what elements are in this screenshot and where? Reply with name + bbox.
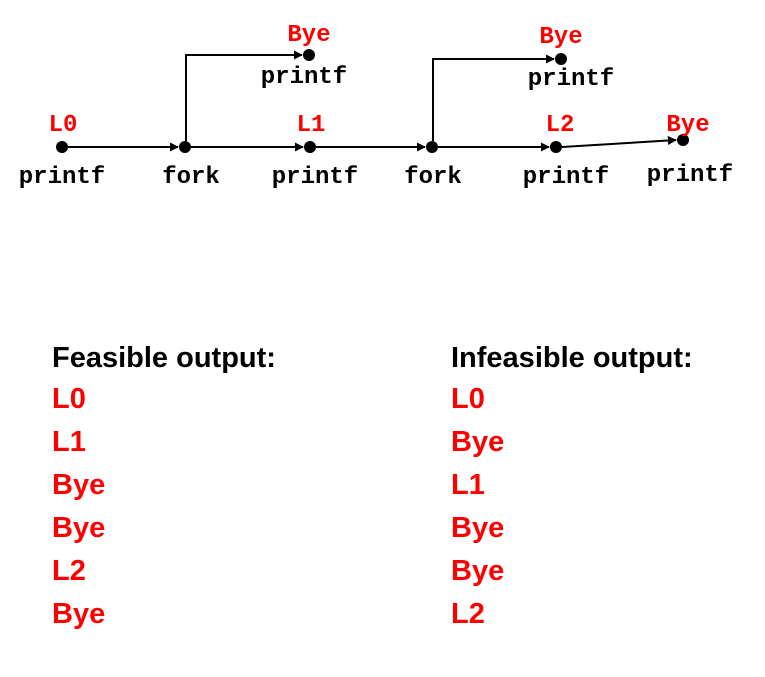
infeasible-output-line: Bye — [451, 426, 505, 458]
graph-event-label-n5: Bye — [666, 112, 709, 139]
graph-event-label-n0: L0 — [49, 112, 78, 139]
graph-node-n5 — [677, 134, 689, 146]
graph-node-b2 — [555, 53, 567, 65]
infeasible-output-line: L2 — [451, 598, 485, 630]
feasible-output-line: L1 — [52, 426, 86, 458]
graph-node-n0 — [56, 141, 68, 153]
graph-edge-n1-b1 — [185, 50, 303, 141]
graph-node-n2 — [304, 141, 316, 153]
graph-node-label-n4: printf — [523, 164, 609, 191]
graph-node-label-n5: printf — [647, 162, 733, 189]
graph-node-b1 — [303, 49, 315, 61]
feasible-output-line: Bye — [52, 469, 106, 501]
graph-edges — [68, 50, 677, 152]
graph-edge-n3-b2 — [432, 54, 555, 141]
graph-event-label-b2: Bye — [539, 24, 582, 51]
graph-node-n1 — [179, 141, 191, 153]
infeasible-output-list: L0 Bye L1 Bye Bye L2 — [451, 378, 693, 636]
graph-node-label-n2: printf — [272, 164, 358, 191]
graph-node-label-n3: fork — [404, 164, 462, 191]
graph-node-n3 — [426, 141, 438, 153]
infeasible-output-line: Bye — [451, 512, 505, 544]
feasible-output-line: L0 — [52, 383, 86, 415]
feasible-output-column: Feasible output: L0 L1 Bye Bye L2 Bye — [52, 338, 276, 636]
graph-node-label-b1: printf — [261, 64, 347, 91]
feasible-output-line: Bye — [52, 598, 106, 630]
graph-event-label-n2: L1 — [297, 112, 326, 139]
graph-event-label-b1: Bye — [287, 22, 330, 49]
infeasible-output-line: L0 — [451, 383, 485, 415]
graph-nodes — [56, 49, 689, 153]
graph-node-n4 — [550, 141, 562, 153]
infeasible-output-column: Infeasible output: L0 Bye L1 Bye Bye L2 — [451, 338, 693, 636]
feasible-output-line: L2 — [52, 555, 86, 587]
feasible-output-list: L0 L1 Bye Bye L2 Bye — [52, 378, 276, 636]
feasible-output-line: Bye — [52, 512, 106, 544]
graph-edge-n4-n5 — [561, 136, 677, 148]
graph-node-label-n1: fork — [162, 164, 220, 191]
graph-node-label-b2: printf — [528, 66, 614, 93]
infeasible-output-line: L1 — [451, 469, 485, 501]
graph-node-label-n0: printf — [19, 164, 105, 191]
graph-event-label-n4: L2 — [546, 112, 575, 139]
feasible-output-title: Feasible output: — [52, 342, 276, 374]
infeasible-output-line: Bye — [451, 555, 505, 587]
infeasible-output-title: Infeasible output: — [451, 342, 693, 374]
